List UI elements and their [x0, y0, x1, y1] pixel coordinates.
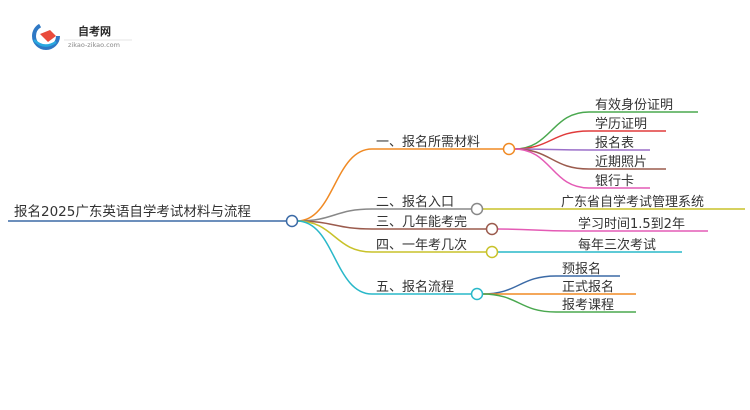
- leaf-label: 有效身份证明: [595, 97, 673, 113]
- leaf-label: 广东省自学考试管理系统: [561, 194, 704, 210]
- branch-label: 五、报名流程: [376, 279, 454, 295]
- root-to-branch-connector: [296, 148, 373, 222]
- branch-to-leaf-connector: [513, 130, 590, 150]
- branch-to-leaf-connector: [513, 148, 590, 189]
- mindmap-edges: [296, 111, 590, 313]
- logo-url: zikao-zikao.com: [68, 41, 120, 49]
- leaf-label: 学习时间1.5到2年: [578, 216, 685, 232]
- leaf-form: 报名表: [589, 135, 650, 151]
- logo-name: 自考网: [78, 24, 111, 38]
- branch-frequency: 四、一年考几次: [372, 237, 499, 259]
- leaf-system: 广东省自学考试管理系统: [555, 194, 745, 210]
- branch-collapse-circle[interactable]: [470, 287, 484, 301]
- leaf-label: 银行卡: [595, 174, 634, 189]
- leaf-label: 报考课程: [562, 298, 614, 313]
- branch-to-leaf-connector: [513, 111, 590, 150]
- leaf-study-time: 学习时间1.5到2年: [572, 216, 708, 232]
- branch-to-leaf-connector: [496, 228, 573, 232]
- branch-label: 三、几年能考完: [376, 215, 467, 230]
- branch-materials: 一、报名所需材料: [372, 134, 516, 156]
- branch-collapse-circle[interactable]: [470, 202, 484, 216]
- leaf-education-proof: 学历证明: [589, 116, 666, 132]
- branch-label: 一、报名所需材料: [376, 134, 480, 150]
- leaf-label: 预报名: [562, 261, 601, 277]
- mindmap-branches: 一、报名所需材料 二、报名入口 三、几年能考完 四、一年考几次 五、报名流程: [372, 134, 516, 301]
- leaf-three-exams: 每年三次考试: [572, 237, 682, 253]
- leaf-label: 近期照片: [595, 155, 647, 170]
- root-to-branch-connector: [296, 220, 373, 295]
- leaf-label: 学历证明: [595, 116, 647, 132]
- logo-icon: [32, 22, 60, 50]
- root-label: 报名2025广东英语自学考试材料与流程: [14, 203, 251, 220]
- branch-label: 二、报名入口: [376, 194, 454, 210]
- branch-to-leaf-connector: [481, 275, 557, 295]
- leaf-formal-registration: 正式报名: [556, 279, 636, 295]
- branch-to-leaf-connector: [481, 293, 557, 313]
- mindmap-leaves: 有效身份证明 学历证明 报名表 近期照片 银行卡 广东省自学考试管理系统: [555, 97, 745, 313]
- root-to-branch-connector: [296, 220, 373, 253]
- branch-entry: 二、报名入口: [372, 194, 484, 216]
- leaf-label: 每年三次考试: [578, 237, 656, 253]
- branch-process: 五、报名流程: [372, 279, 484, 301]
- leaf-course-registration: 报考课程: [556, 298, 636, 313]
- site-logo: 自考网 zikao-zikao.com: [32, 22, 132, 50]
- branch-label: 四、一年考几次: [376, 237, 467, 253]
- branch-collapse-circle[interactable]: [485, 222, 499, 236]
- leaf-label: 正式报名: [562, 279, 614, 295]
- branch-to-leaf-connector: [513, 148, 590, 170]
- branch-duration: 三、几年能考完: [372, 215, 499, 236]
- leaf-pre-registration: 预报名: [556, 261, 620, 277]
- leaf-id-proof: 有效身份证明: [589, 97, 698, 113]
- leaf-photo: 近期照片: [589, 155, 666, 170]
- leaf-label: 报名表: [595, 135, 634, 151]
- root-collapse-circle[interactable]: [285, 214, 299, 228]
- branch-collapse-circle[interactable]: [502, 142, 516, 156]
- branch-collapse-circle[interactable]: [485, 245, 499, 259]
- leaf-bank-card: 银行卡: [589, 174, 650, 189]
- root-node: 报名2025广东英语自学考试材料与流程: [8, 203, 299, 228]
